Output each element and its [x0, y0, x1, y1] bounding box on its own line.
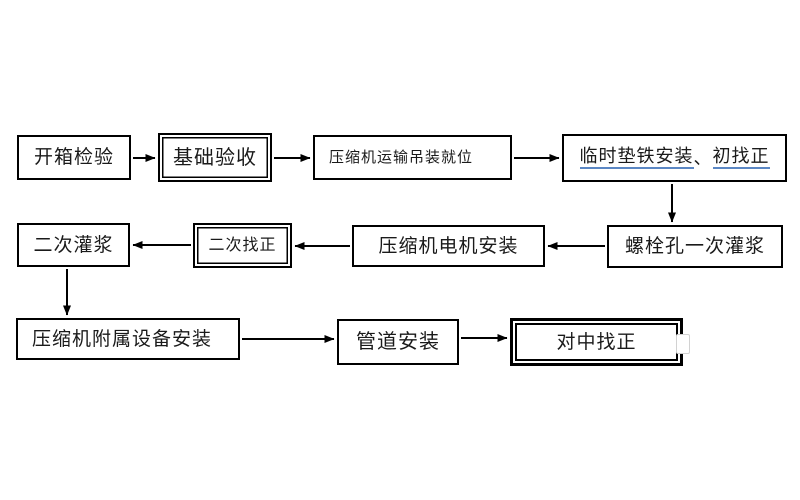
node-unpacking-inspection: 开箱检验 [17, 135, 131, 180]
node-centering-alignment: 对中找正 [510, 318, 683, 366]
node-secondary-grouting: 二次灌浆 [17, 223, 130, 267]
underlined-text-temporary-shim: 临时垫铁安装 [579, 147, 694, 169]
watermark-artifact [676, 334, 690, 354]
node-bolt-hole-primary-grouting: 螺栓孔一次灌浆 [607, 225, 783, 268]
node-compressor-motor-install: 压缩机电机安装 [352, 225, 545, 267]
separator-text: 、 [693, 148, 713, 168]
node-secondary-alignment: 二次找正 [193, 223, 292, 268]
node-piping-install: 管道安装 [337, 319, 459, 365]
node-foundation-acceptance: 基础验收 [158, 133, 272, 182]
node-compressor-transport-hoisting: 压缩机运输吊装就位 [313, 135, 512, 180]
underlined-text-initial-alignment: 初找正 [712, 147, 770, 169]
node-temporary-shim-install-initial-alignment: 临时垫铁安装、初找正 [562, 134, 787, 182]
node-compressor-auxiliary-equipment-install: 压缩机附属设备安装 [16, 318, 240, 360]
